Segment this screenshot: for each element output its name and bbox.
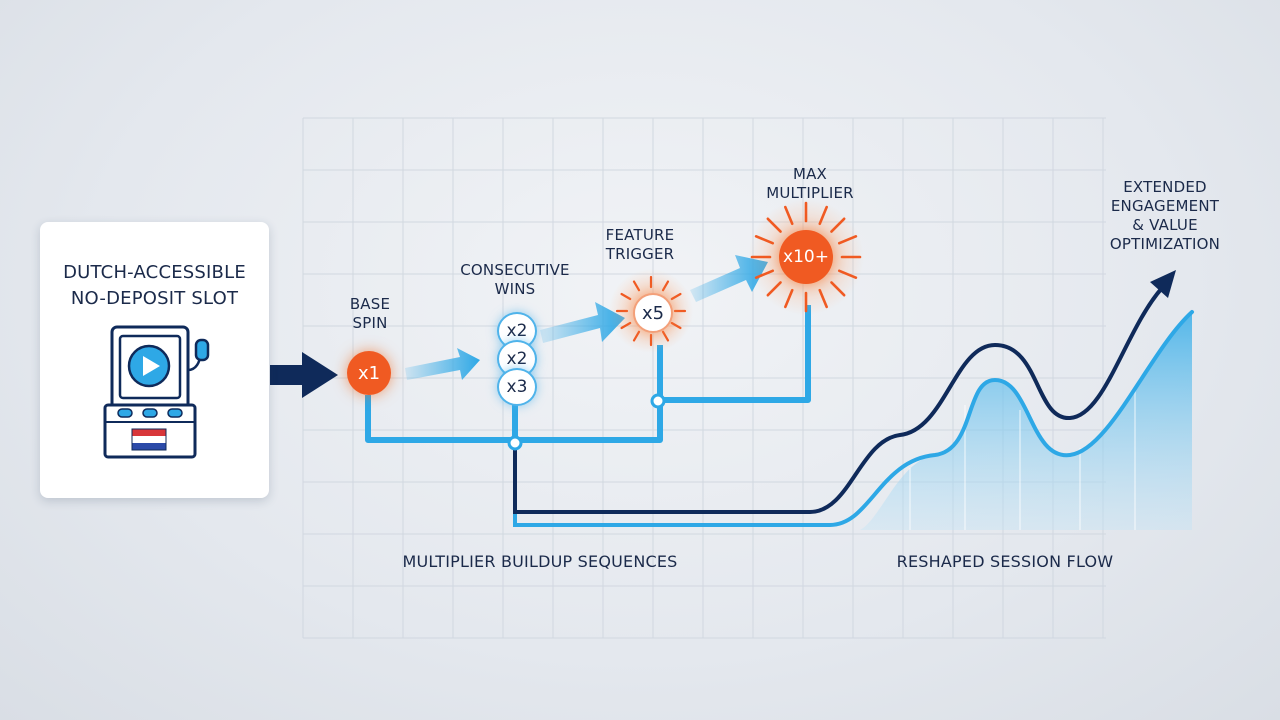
wins-node-3: x3 (497, 368, 537, 406)
burst-ray (766, 281, 782, 297)
session-caption: RESHAPED SESSION FLOW (896, 552, 1114, 571)
junction-dot (507, 435, 523, 451)
base-spin-node: x1 (347, 351, 391, 395)
feature-trigger-label: FEATURE TRIGGER (605, 226, 675, 263)
junction-dot (650, 393, 666, 409)
feature-trigger-node: x5 (633, 293, 673, 333)
feature-rays (615, 275, 687, 347)
consecutive-wins-label: CONSECUTIVE WINS (460, 261, 570, 298)
burst-ray (754, 269, 775, 279)
burst-ray (784, 205, 794, 226)
buildup-caption: MULTIPLIER BUILDUP SEQUENCES (402, 552, 678, 571)
session-area-fill (860, 312, 1192, 530)
slot-card: DUTCH-ACCESSIBLE NO-DEPOSIT SLOT (40, 222, 269, 498)
base-spin-label: BASE SPIN (349, 295, 391, 332)
flow-arrow (405, 348, 480, 380)
burst-ray (837, 269, 858, 279)
burst-ray (784, 288, 794, 309)
burst-ray (818, 288, 828, 309)
burst-ray (632, 330, 641, 342)
background-grid (302, 117, 1106, 639)
max-multiplier-node: x10+ (779, 230, 833, 284)
max-pipe (660, 305, 811, 403)
slot-title-line2: NO-DEPOSIT SLOT (70, 288, 239, 309)
burst-ray (632, 280, 641, 292)
slot-title-line1: DUTCH-ACCESSIBLE (63, 262, 246, 283)
session-arrowhead (1150, 270, 1176, 298)
max-rays (750, 201, 862, 313)
burst-ray (620, 292, 632, 301)
flow-arrow (540, 302, 625, 343)
burst-ray (766, 217, 782, 233)
input-arrow (270, 352, 338, 398)
burst-ray (837, 235, 858, 245)
burst-ray (661, 280, 670, 292)
burst-ray (620, 321, 632, 330)
burst-ray (830, 217, 846, 233)
slot-title: DUTCH-ACCESSIBLE NO-DEPOSIT SLOT (40, 260, 269, 312)
max-multiplier-label: MAX MULTIPLIER (766, 165, 854, 202)
burst-ray (670, 292, 682, 301)
burst-ray (754, 235, 775, 245)
session-line-light (513, 310, 1194, 527)
outcome-label: EXTENDED ENGAGEMENT & VALUE OPTIMIZATION (1109, 178, 1221, 253)
burst-ray (818, 205, 828, 226)
burst-ray (661, 330, 670, 342)
session-line-dark (513, 286, 1164, 514)
burst-ray (670, 321, 682, 330)
burst-ray (830, 281, 846, 297)
flow-arrow (690, 255, 768, 302)
